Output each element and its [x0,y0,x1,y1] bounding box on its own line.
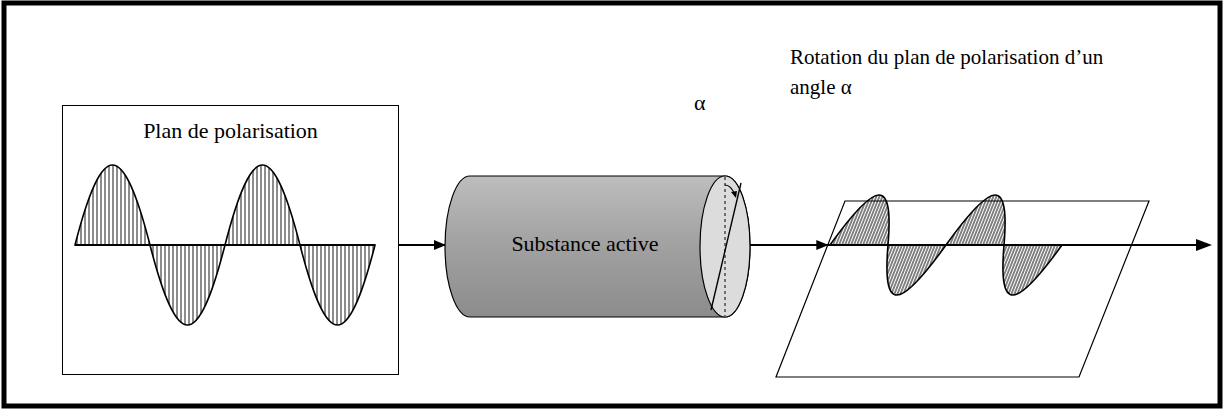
beam-arrow [399,244,445,246]
active-substance-cylinder: Substance active [445,175,750,318]
beam-arrow [750,244,827,246]
node-text: Substance active [445,231,725,257]
polarization-plane-box: Plan de polarisation [62,105,399,375]
rotated-plane: Rotation du plan de polarisation d’un an… [775,200,1150,378]
polarized-wave [75,165,375,325]
arrow-head [1196,239,1212,251]
node-outline [775,200,1150,378]
node-text: Plan de polarisation [63,118,398,144]
angle-label: α [694,90,706,116]
propagation-axis [827,244,1200,246]
node-text: Rotation du plan de polarisation d’un an… [790,42,1120,102]
outer-frame [4,3,1220,406]
propagation-axis [75,244,375,246]
